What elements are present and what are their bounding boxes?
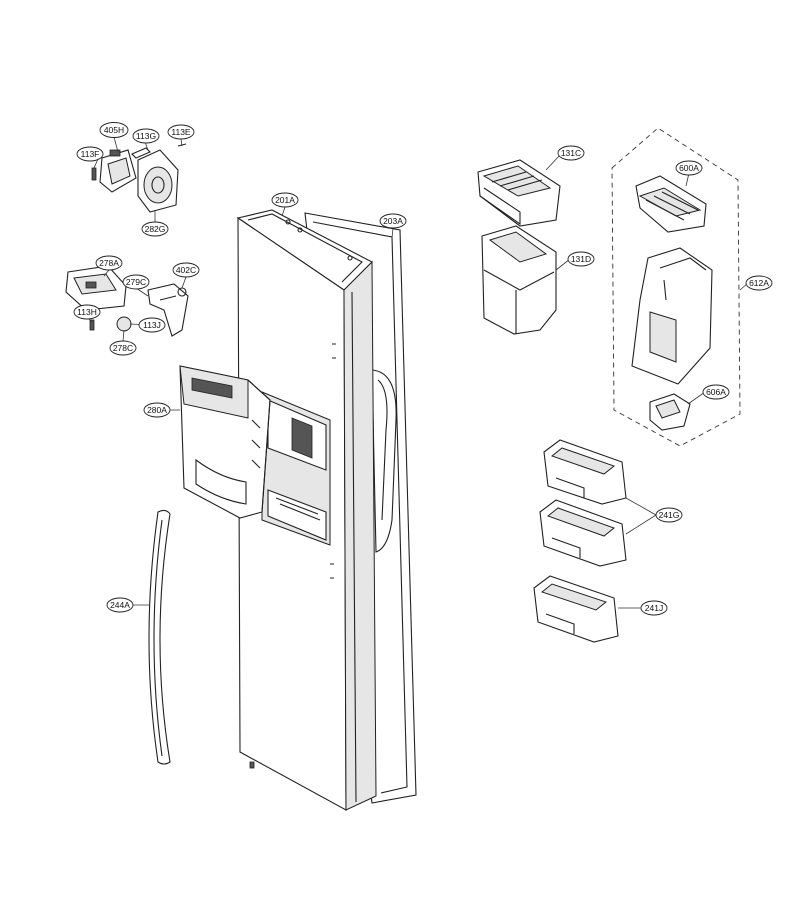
callout-402C-text: 402C	[176, 265, 196, 275]
door-liner	[371, 369, 397, 553]
control-board-assembly	[65, 265, 127, 311]
icemaker-housing	[631, 247, 713, 385]
callout-203A: 203A	[379, 213, 407, 229]
ice-bin-cover	[477, 159, 561, 227]
ice-bin	[481, 225, 557, 335]
callout-279C: 279C	[122, 274, 150, 290]
callout-131D: 131D	[567, 251, 595, 267]
callout-278A: 278A	[95, 255, 123, 271]
callout-203A-text: 203A	[383, 216, 403, 226]
callout-113J-text: 113J	[143, 320, 161, 330]
callout-244A: 244A	[106, 597, 134, 613]
callout-113E: 113E	[167, 124, 195, 140]
dispenser-cover	[179, 365, 271, 519]
callout-405H-text: 405H	[104, 125, 124, 135]
callout-131C: 131C	[557, 145, 585, 161]
callout-282G: 282G	[141, 221, 169, 237]
door-bin-middle	[539, 499, 627, 567]
actuator-small	[89, 287, 187, 332]
callout-113G: 113G	[132, 128, 160, 144]
ice-maker	[635, 175, 707, 233]
callout-612A: 612A	[745, 275, 773, 291]
callout-280A-text: 280A	[147, 405, 167, 415]
callout-241G-text: 241G	[659, 510, 680, 520]
icemaker-group-outline	[611, 127, 741, 447]
callout-405H: 405H	[99, 122, 129, 138]
switch-assembly	[99, 149, 137, 193]
auger-motor	[649, 393, 691, 431]
callout-131D-text: 131D	[571, 254, 591, 264]
callout-600A: 600A	[675, 160, 703, 176]
damper-motor	[137, 149, 179, 213]
door-bin-upper	[543, 439, 627, 505]
callout-113G-text: 113G	[136, 131, 156, 141]
callout-606A-text: 606A	[706, 387, 726, 397]
callout-113F: 113F	[76, 146, 104, 162]
door-bin-lower	[533, 575, 619, 643]
callout-282G-text: 282G	[145, 224, 166, 234]
callout-241J: 241J	[640, 600, 668, 616]
callout-402C: 402C	[172, 262, 200, 278]
callout-278C: 278C	[109, 340, 137, 356]
callout-113F-text: 113F	[81, 149, 100, 159]
callout-113H-text: 113H	[77, 307, 97, 317]
lever-bracket	[147, 283, 189, 337]
callout-201A: 201A	[271, 192, 299, 208]
door-handle	[148, 509, 171, 765]
callout-113E-text: 113E	[171, 127, 191, 137]
callout-241J-text: 241J	[645, 603, 663, 613]
callout-241G: 241G	[655, 507, 683, 523]
callout-280A: 280A	[143, 402, 171, 418]
callout-278C-text: 278C	[113, 343, 133, 353]
callout-201A-text: 201A	[275, 195, 295, 205]
callout-113H: 113H	[73, 304, 101, 320]
dispenser-recess	[261, 391, 331, 546]
callout-113J: 113J	[138, 317, 166, 333]
callout-612A-text: 612A	[749, 278, 769, 288]
callout-244A-text: 244A	[110, 600, 130, 610]
callout-278A-text: 278A	[99, 258, 119, 268]
callout-279C-text: 279C	[126, 277, 146, 287]
callout-600A-text: 600A	[679, 163, 699, 173]
callout-131C-text: 131C	[561, 148, 581, 158]
callout-606A: 606A	[702, 384, 730, 400]
